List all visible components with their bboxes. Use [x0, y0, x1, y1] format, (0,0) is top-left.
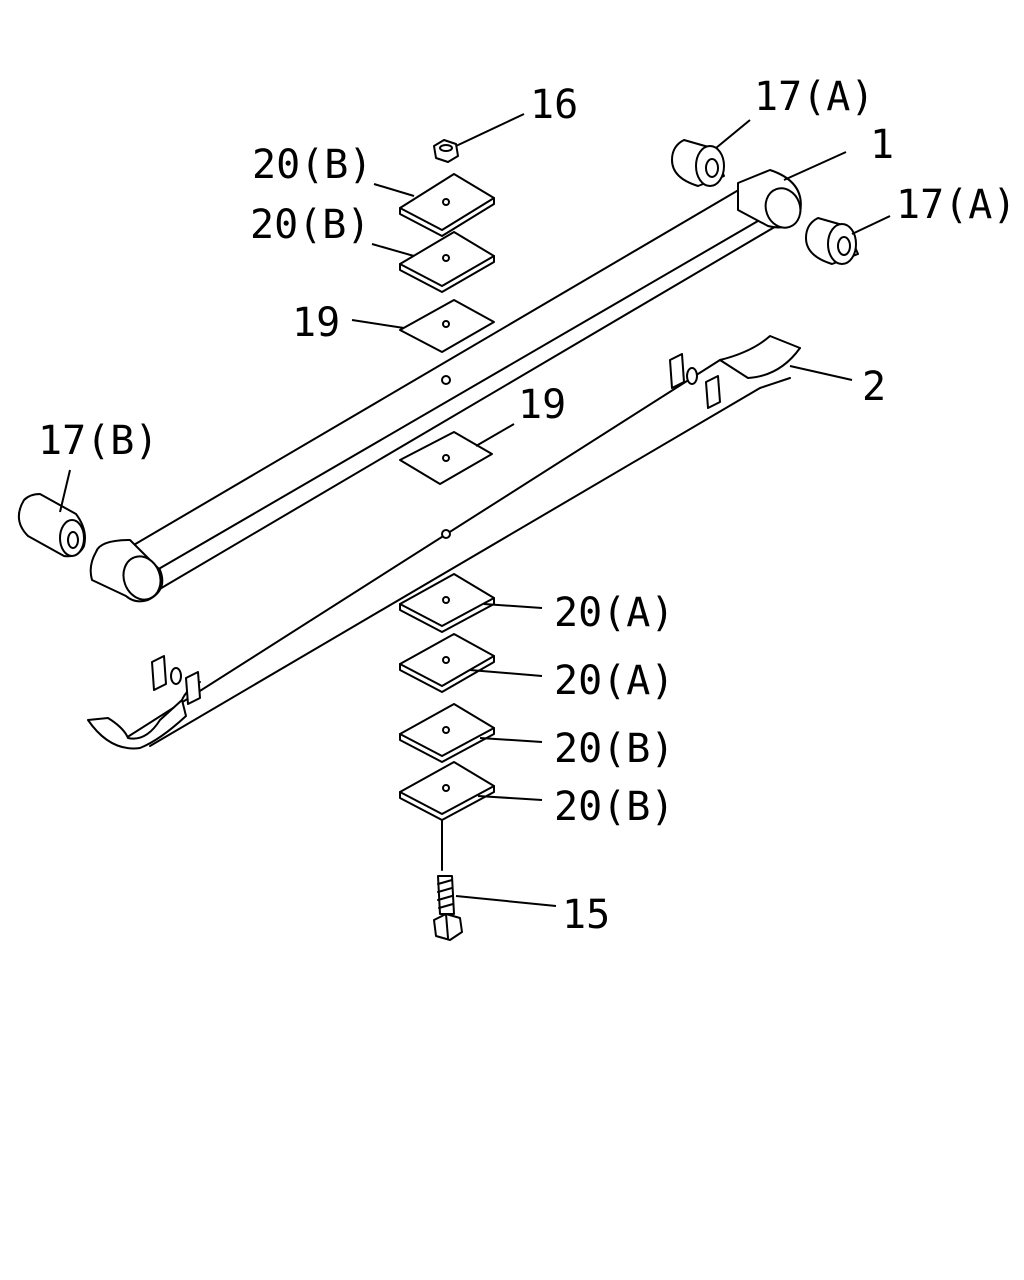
plate-20b-upper-2: [399, 231, 495, 293]
callout-20b-1: 20(B): [252, 142, 372, 188]
callout-20a-1: 20(A): [554, 590, 674, 636]
callout-20b-4: 20(B): [554, 784, 674, 830]
callout-19-middle: 19: [518, 382, 566, 428]
callout-19-top: 19: [292, 300, 340, 346]
callout-20b-2: 20(B): [250, 202, 370, 248]
callout-17a-right: 17(A): [896, 182, 1016, 228]
plate-20b-3: [399, 703, 495, 763]
callout-20a-2: 20(A): [554, 658, 674, 704]
bushing-17a-right: [805, 217, 859, 265]
callout-17a-top: 17(A): [754, 74, 874, 120]
nut-part-16: [433, 139, 459, 163]
main-leaf-part-1: [89, 169, 802, 603]
callout-labels: 16 17(A) 1 17(A) 20(B) 20(B) 19 2 19 17(…: [38, 74, 1016, 938]
leader-lines: [59, 113, 891, 907]
plate-20b-4: [399, 761, 495, 821]
bushing-17b: [17, 493, 86, 558]
plate-20a-1: [399, 573, 495, 633]
plate-20b-upper-1: [399, 173, 495, 237]
helper-leaf-part-2: [87, 335, 801, 750]
callout-17b: 17(B): [38, 418, 158, 464]
plate-19-middle: [399, 431, 493, 485]
bushing-17a-top: [671, 139, 725, 187]
plate-20a-2: [399, 633, 495, 693]
callout-2: 2: [862, 364, 886, 410]
callout-1: 1: [870, 122, 894, 168]
callout-16: 16: [530, 82, 578, 128]
bolt-part-15: [433, 819, 463, 941]
callout-15: 15: [562, 892, 610, 938]
callout-20b-3: 20(B): [554, 726, 674, 772]
plate-19-upper: [399, 299, 495, 353]
